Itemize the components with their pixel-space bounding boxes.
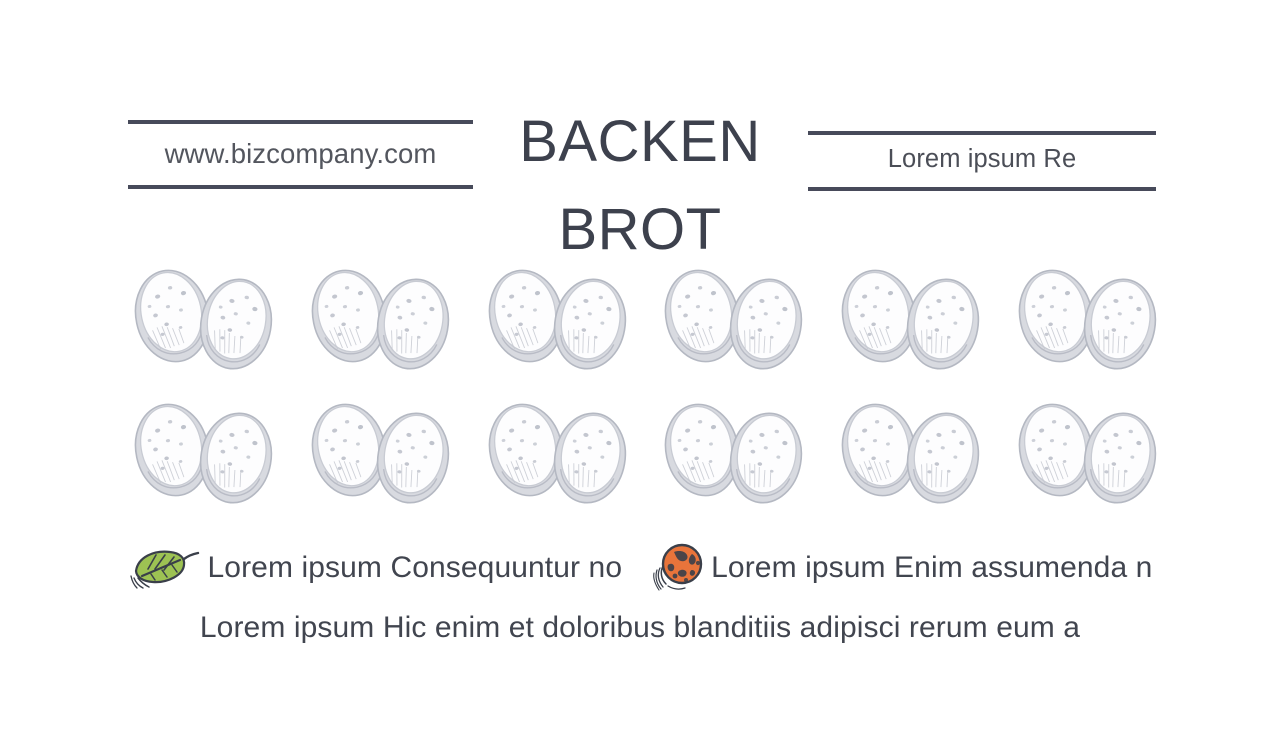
header: www.bizcompany.com BACKEN BROT Lorem ips… <box>0 0 1280 262</box>
bread-pair-9 <box>473 392 650 520</box>
bread-pair-2 <box>297 258 474 386</box>
page-title: BACKEN BROT <box>480 98 800 274</box>
footer-description-text: Lorem ipsum Hic enim et doloribus blandi… <box>199 611 1081 644</box>
footer-leaf-item: Lorem ipsum Consequuntur no <box>128 545 623 591</box>
bread-pair-5 <box>827 258 1004 386</box>
bread-pair-8 <box>297 392 474 520</box>
footer: Lorem ipsum Consequuntur no <box>0 540 1280 654</box>
divider-rule-top-left <box>128 120 473 124</box>
tagline-block: Lorem ipsum Re <box>808 131 1156 191</box>
title-line-1: BACKEN <box>519 109 761 174</box>
website-url[interactable]: www.bizcompany.com <box>164 138 437 169</box>
bread-pair-3 <box>473 258 650 386</box>
bread-illustration-grid <box>120 258 1180 520</box>
bread-pair-4 <box>650 258 827 386</box>
footer-bun-item: Lorem ipsum Enim assumenda n <box>648 542 1152 594</box>
footer-row-icons: Lorem ipsum Consequuntur no <box>0 540 1280 596</box>
bread-pair-10 <box>650 392 827 520</box>
leaf-icon <box>128 545 200 591</box>
website-block: www.bizcompany.com <box>128 120 473 189</box>
bread-roll-icon <box>648 542 710 594</box>
divider-rule-top-right <box>808 131 1156 135</box>
divider-rule-bottom-left <box>128 184 473 189</box>
footer-leaf-text: Lorem ipsum Consequuntur no <box>207 551 623 584</box>
bread-pair-1 <box>120 258 297 386</box>
footer-bun-text: Lorem ipsum Enim assumenda n <box>711 551 1153 584</box>
bread-pair-11 <box>827 392 1004 520</box>
bread-pair-7 <box>120 392 297 520</box>
title-line-2: BROT <box>558 197 722 263</box>
bread-pair-12 <box>1003 392 1180 520</box>
divider-rule-bottom-right <box>808 186 1156 191</box>
bread-pair-6 <box>1003 258 1180 386</box>
tagline-text: Lorem ipsum Re <box>887 145 1077 173</box>
footer-row-description: Lorem ipsum Hic enim et doloribus blandi… <box>0 602 1280 654</box>
